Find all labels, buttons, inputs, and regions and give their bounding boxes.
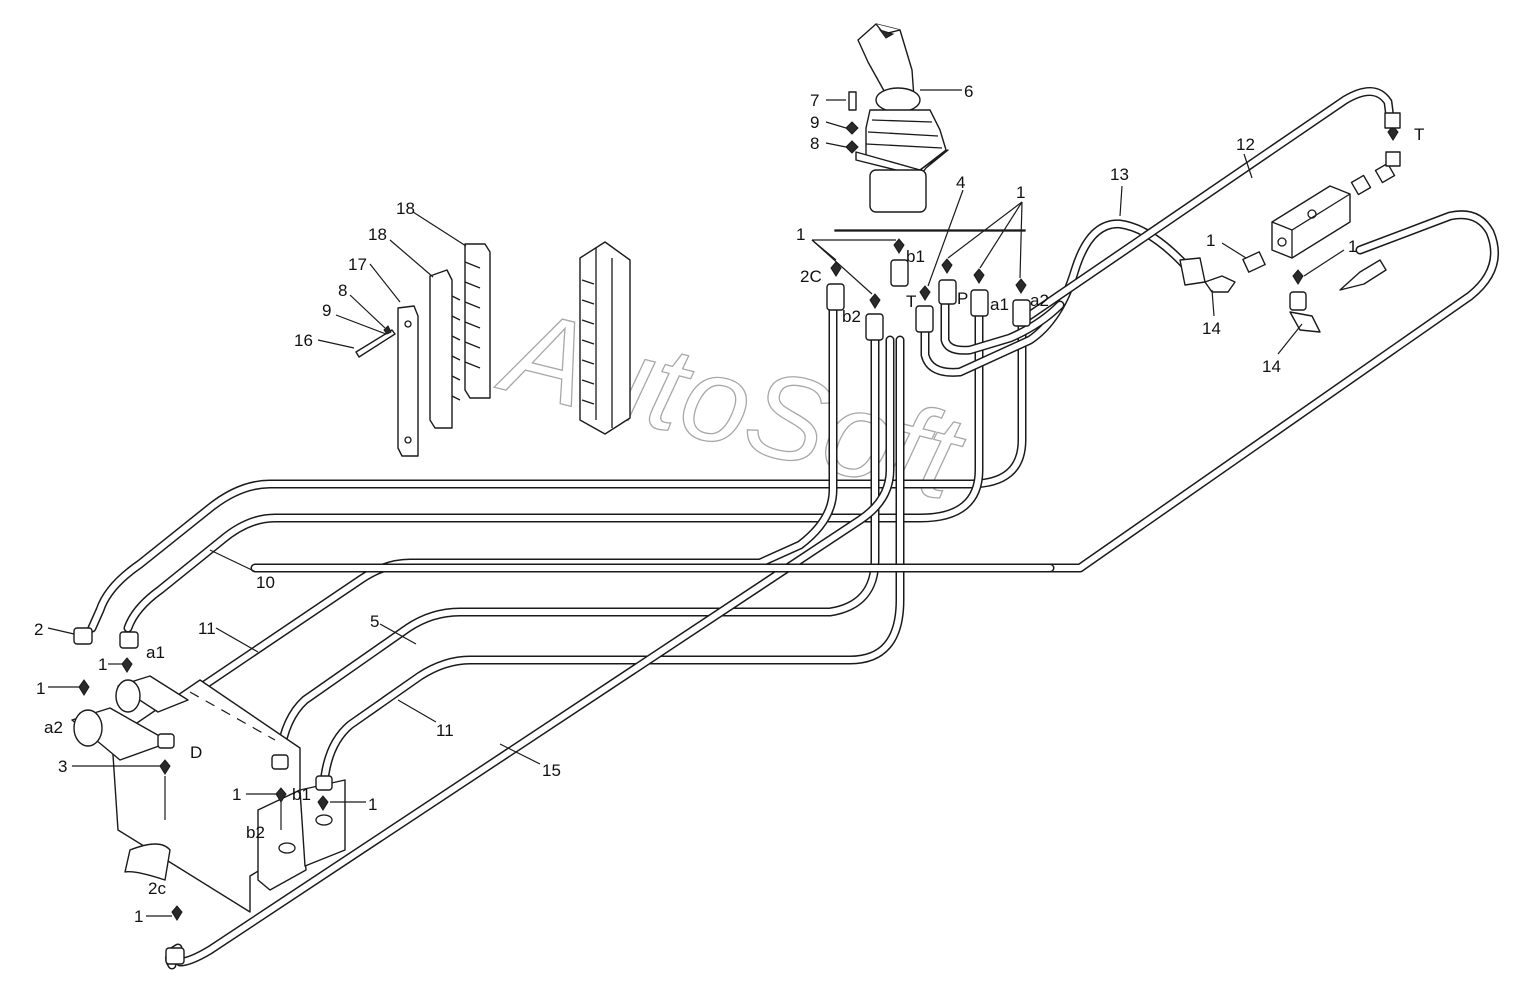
port-label-b2: b2: [842, 307, 861, 326]
callout-6: 6: [964, 82, 973, 101]
callout-1: 1: [134, 907, 143, 926]
clamp-17: [397, 305, 419, 457]
hose-loop-right: [250, 210, 1499, 573]
port-label-P: P: [957, 289, 968, 308]
callout-18: 18: [368, 225, 387, 244]
hose-13: [920, 219, 1190, 377]
port-label-D: D: [190, 743, 202, 762]
callout-15: 15: [542, 761, 561, 780]
callout-14: 14: [1202, 319, 1221, 338]
callout-1: 1: [232, 785, 241, 804]
callout-4: 4: [956, 173, 965, 192]
bolt-16: [355, 329, 396, 358]
clamp-parts: [355, 241, 631, 457]
port-label-a1: a1: [146, 643, 165, 662]
callout-3: 3: [58, 757, 67, 776]
joystick-assembly: [834, 23, 1026, 232]
callout-8: 8: [338, 281, 347, 300]
port-label-b1: b1: [292, 785, 311, 804]
callout-1: 1: [36, 679, 45, 698]
control-valve-block: [71, 627, 346, 965]
callout-13: 13: [1110, 165, 1129, 184]
callout-1: 1: [1206, 231, 1215, 250]
callout-16: 16: [294, 331, 313, 350]
joystick-base: [869, 169, 927, 213]
callout-12: 12: [1236, 135, 1255, 154]
callout-10: 10: [256, 573, 275, 592]
callout-14: 14: [1262, 357, 1281, 376]
callout-1: 1: [1016, 183, 1025, 202]
callout-11: 11: [436, 721, 454, 740]
hose-10: [87, 310, 1027, 633]
clamp-18-front: [429, 269, 453, 429]
hose-12: [1015, 87, 1395, 327]
callout-1: 1: [98, 655, 107, 674]
screw-stack-top: [845, 91, 859, 154]
hose-15: [175, 335, 895, 967]
callout-labels: 6 7 9 8 4 1 1 2C b1 b2 T P a1 a2 13 12 T…: [34, 82, 1424, 926]
port-label-b1: b1: [906, 247, 925, 266]
port-label-T: T: [1414, 125, 1424, 144]
callout-1: 1: [1348, 237, 1357, 256]
callout-18: 18: [396, 199, 415, 218]
callout-1: 1: [796, 225, 805, 244]
hose-group: [87, 87, 1499, 970]
callout-7: 7: [810, 91, 819, 110]
hose-11-lower: [320, 335, 905, 780]
port-label-a2: a2: [44, 718, 63, 737]
callout-9: 9: [322, 301, 331, 320]
hose-5: [275, 325, 880, 760]
clamp-assembly: [579, 241, 631, 435]
callout-11: 11: [198, 619, 216, 638]
port-label-a2: a2: [1030, 291, 1049, 310]
port-label-b2: b2: [246, 823, 265, 842]
port-label-a1: a1: [990, 295, 1009, 314]
callout-2: 2: [34, 620, 43, 639]
callout-5: 5: [370, 612, 379, 631]
clamp-18-rear: [464, 243, 491, 399]
hose-P: [940, 295, 1065, 355]
port-fittings-top: [826, 238, 1031, 341]
callout-17: 17: [348, 255, 367, 274]
callout-8: 8: [810, 134, 819, 153]
port-label-2c: 2c: [148, 879, 166, 898]
port-label-T: T: [906, 292, 916, 311]
callout-1: 1: [368, 795, 377, 814]
valve-block-right: [1179, 112, 1401, 333]
leader-lines: [47, 89, 1345, 917]
callout-2C: 2C: [800, 267, 822, 286]
callout-9: 9: [810, 113, 819, 132]
